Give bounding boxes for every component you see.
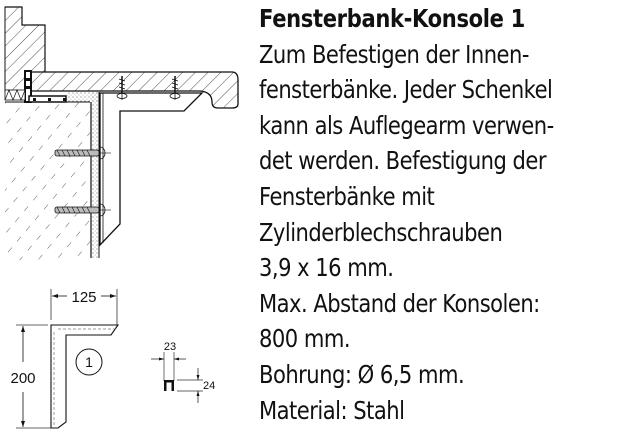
profile-height-dimension: 24 — [203, 380, 215, 392]
description-line: Bohrung: Ø 6,5 mm. — [259, 359, 465, 389]
profile-shape — [164, 380, 174, 391]
wall-anchor — [54, 203, 111, 217]
profile-section-view: 23 24 — [151, 341, 215, 403]
profile-width-dimension: 23 — [164, 341, 176, 353]
description-line: kann als Auflegearm verwen- — [259, 110, 554, 140]
wall-anchor — [54, 146, 111, 160]
description-line: Fensterbänke mit — [259, 181, 435, 211]
description-line: Max. Abstand der Konsolen: — [259, 288, 540, 318]
installation-section-view — [4, 6, 239, 260]
description-line: Zylinderblechschrauben — [259, 217, 503, 247]
item-number: 1 — [85, 354, 93, 370]
plaster — [66, 92, 98, 102]
bracket — [99, 92, 204, 247]
item-number-circle — [75, 348, 103, 376]
bracket-outline — [50, 324, 120, 429]
bracket-dimension-view: 125 200 1 — [10, 289, 120, 429]
description-line: Zum Befestigen der Innen- — [259, 39, 529, 69]
technical-drawing: 125 200 1 23 24 — [4, 6, 239, 429]
wall — [5, 102, 90, 260]
window-sill — [30, 71, 239, 109]
description-line: 800 mm. — [259, 324, 351, 354]
width-dimension: 125 — [71, 289, 96, 306]
product-title: Fensterbank-Konsole 1 — [259, 4, 525, 33]
description-line: 3,9 x 16 mm. — [259, 253, 394, 283]
description-line: Material: Stahl — [259, 395, 405, 425]
product-description: Fensterbank-Konsole 1 Zum Befestigen der… — [259, 1, 587, 428]
height-dimension: 200 — [10, 370, 35, 387]
description-line: fensterbänke. Jeder Schenkel — [259, 75, 553, 105]
sill-screw — [169, 76, 181, 100]
sill-screw — [116, 76, 128, 100]
description-line: det werden. Befestigung der — [259, 146, 547, 176]
